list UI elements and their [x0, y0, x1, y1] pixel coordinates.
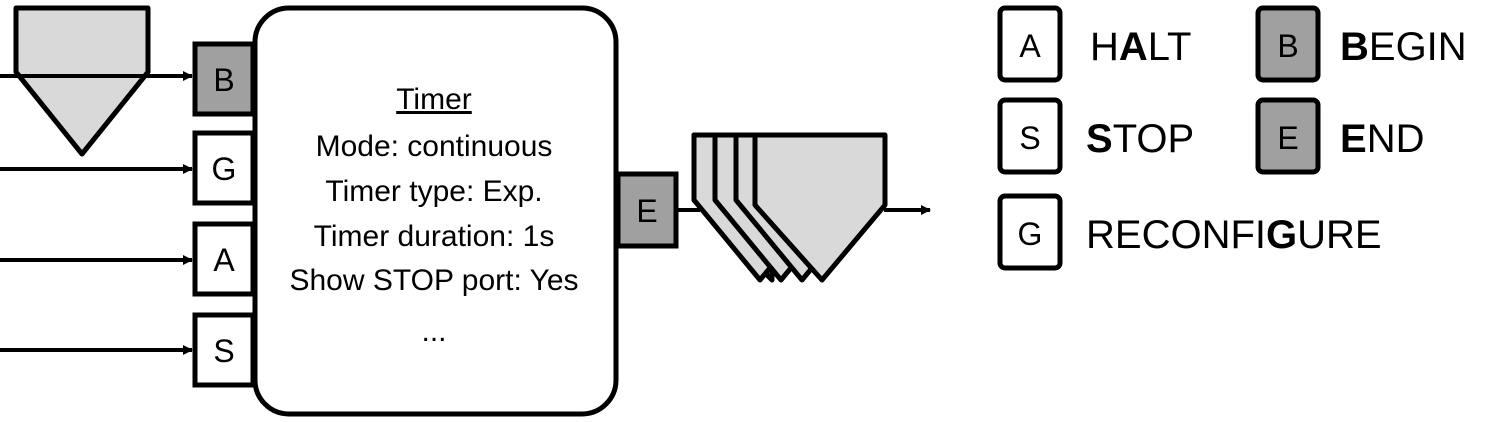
timer-title: Timer [396, 83, 472, 116]
timer-duration-line: Timer duration: 1s [314, 220, 555, 253]
timer-type-line: Timer type: Exp. [325, 175, 542, 208]
input-token-shape [13, 5, 151, 157]
legend-item-reconfigure: G RECONFIGURE [997, 193, 1382, 271]
port-begin-label: B [213, 62, 234, 98]
legend-text-end: END [1340, 117, 1424, 161]
timer-mode-line: Mode: continuous [316, 130, 553, 163]
legend-key-reconfigure: G [1018, 216, 1043, 252]
timer-stop-port-line: Show STOP port: Yes [289, 264, 578, 297]
legend-text-halt: HALT [1090, 25, 1192, 69]
port-halt-label: A [213, 242, 235, 278]
timer-ellipsis: ... [421, 315, 446, 348]
legend-text-stop: STOP [1086, 117, 1194, 161]
legend-item-begin: B BEGIN [1255, 5, 1467, 83]
port-stop-label: S [213, 333, 234, 369]
output-token-shape [752, 132, 888, 283]
legend-text-begin: BEGIN [1340, 25, 1467, 69]
port-end-label: E [636, 193, 657, 229]
legend-key-begin: B [1277, 28, 1298, 64]
port-reconfigure-label: G [212, 151, 237, 187]
legend: A HALT B BEGIN S STOP E END G RECONFIGUR… [997, 5, 1467, 271]
port-reconfigure[interactable]: G [192, 130, 256, 206]
legend-key-end: E [1277, 120, 1298, 156]
port-begin[interactable]: B [192, 41, 256, 117]
legend-item-halt: A HALT [997, 5, 1192, 83]
output-token-stack [691, 132, 888, 283]
legend-key-stop: S [1019, 120, 1040, 156]
port-end[interactable]: E [615, 171, 679, 249]
legend-key-halt: A [1019, 28, 1041, 64]
legend-item-stop: S STOP [997, 97, 1194, 175]
port-halt[interactable]: A [192, 221, 256, 297]
legend-text-reconfigure: RECONFIGURE [1086, 213, 1382, 257]
legend-item-end: E END [1255, 97, 1424, 175]
port-stop[interactable]: S [192, 312, 256, 388]
timer-block[interactable]: Timer Mode: continuous Timer type: Exp. … [252, 5, 619, 417]
